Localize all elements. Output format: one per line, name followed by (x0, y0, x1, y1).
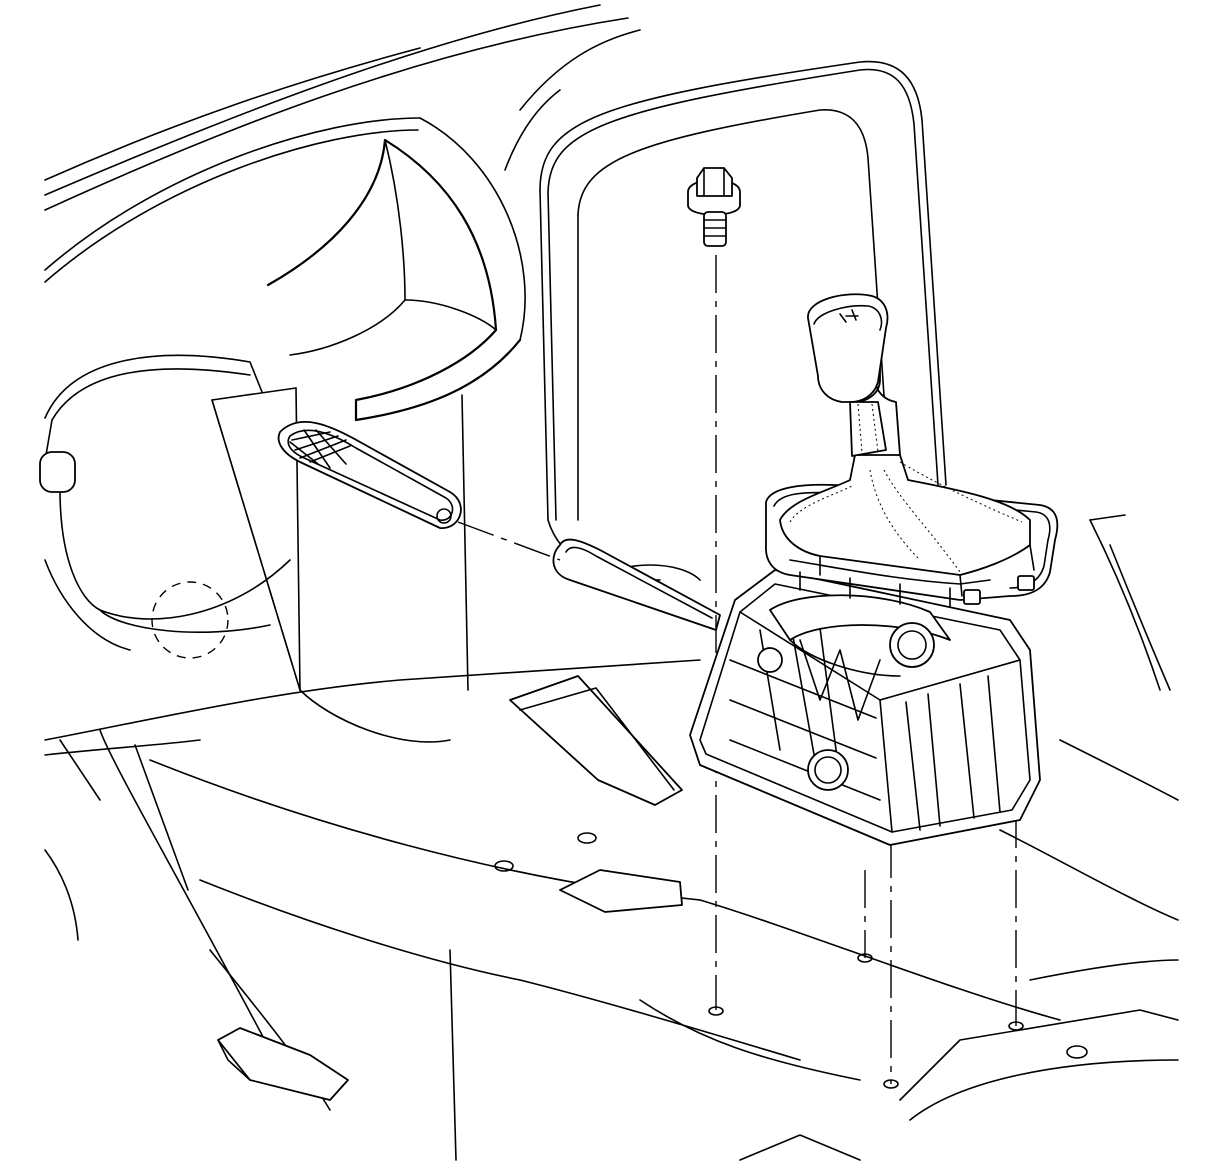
hidden-fastener-circle (151, 581, 229, 659)
shifter-boot (779, 449, 1035, 597)
floor-pad-left (217, 1027, 349, 1101)
shifter-gate (769, 594, 951, 677)
shifter-assembly (689, 293, 1059, 846)
floor-hole-7 (1066, 1045, 1088, 1059)
shifter-housing (689, 569, 1041, 846)
floor-pad-right (559, 869, 683, 913)
floor-hole-2 (577, 832, 597, 844)
handle-part (277, 421, 721, 631)
explosion-lines (211, 255, 1017, 1084)
shifter-knob (807, 293, 901, 457)
floor-mount-holes (494, 832, 1088, 1089)
steering-wheel (39, 354, 291, 651)
shifter-bolt (687, 167, 741, 247)
floor-pad-center (509, 675, 683, 806)
interior-floor-panel (44, 514, 1179, 1161)
floor-hole-1 (494, 860, 514, 872)
console-trim-panel (539, 60, 947, 581)
dashboard (44, 4, 641, 422)
